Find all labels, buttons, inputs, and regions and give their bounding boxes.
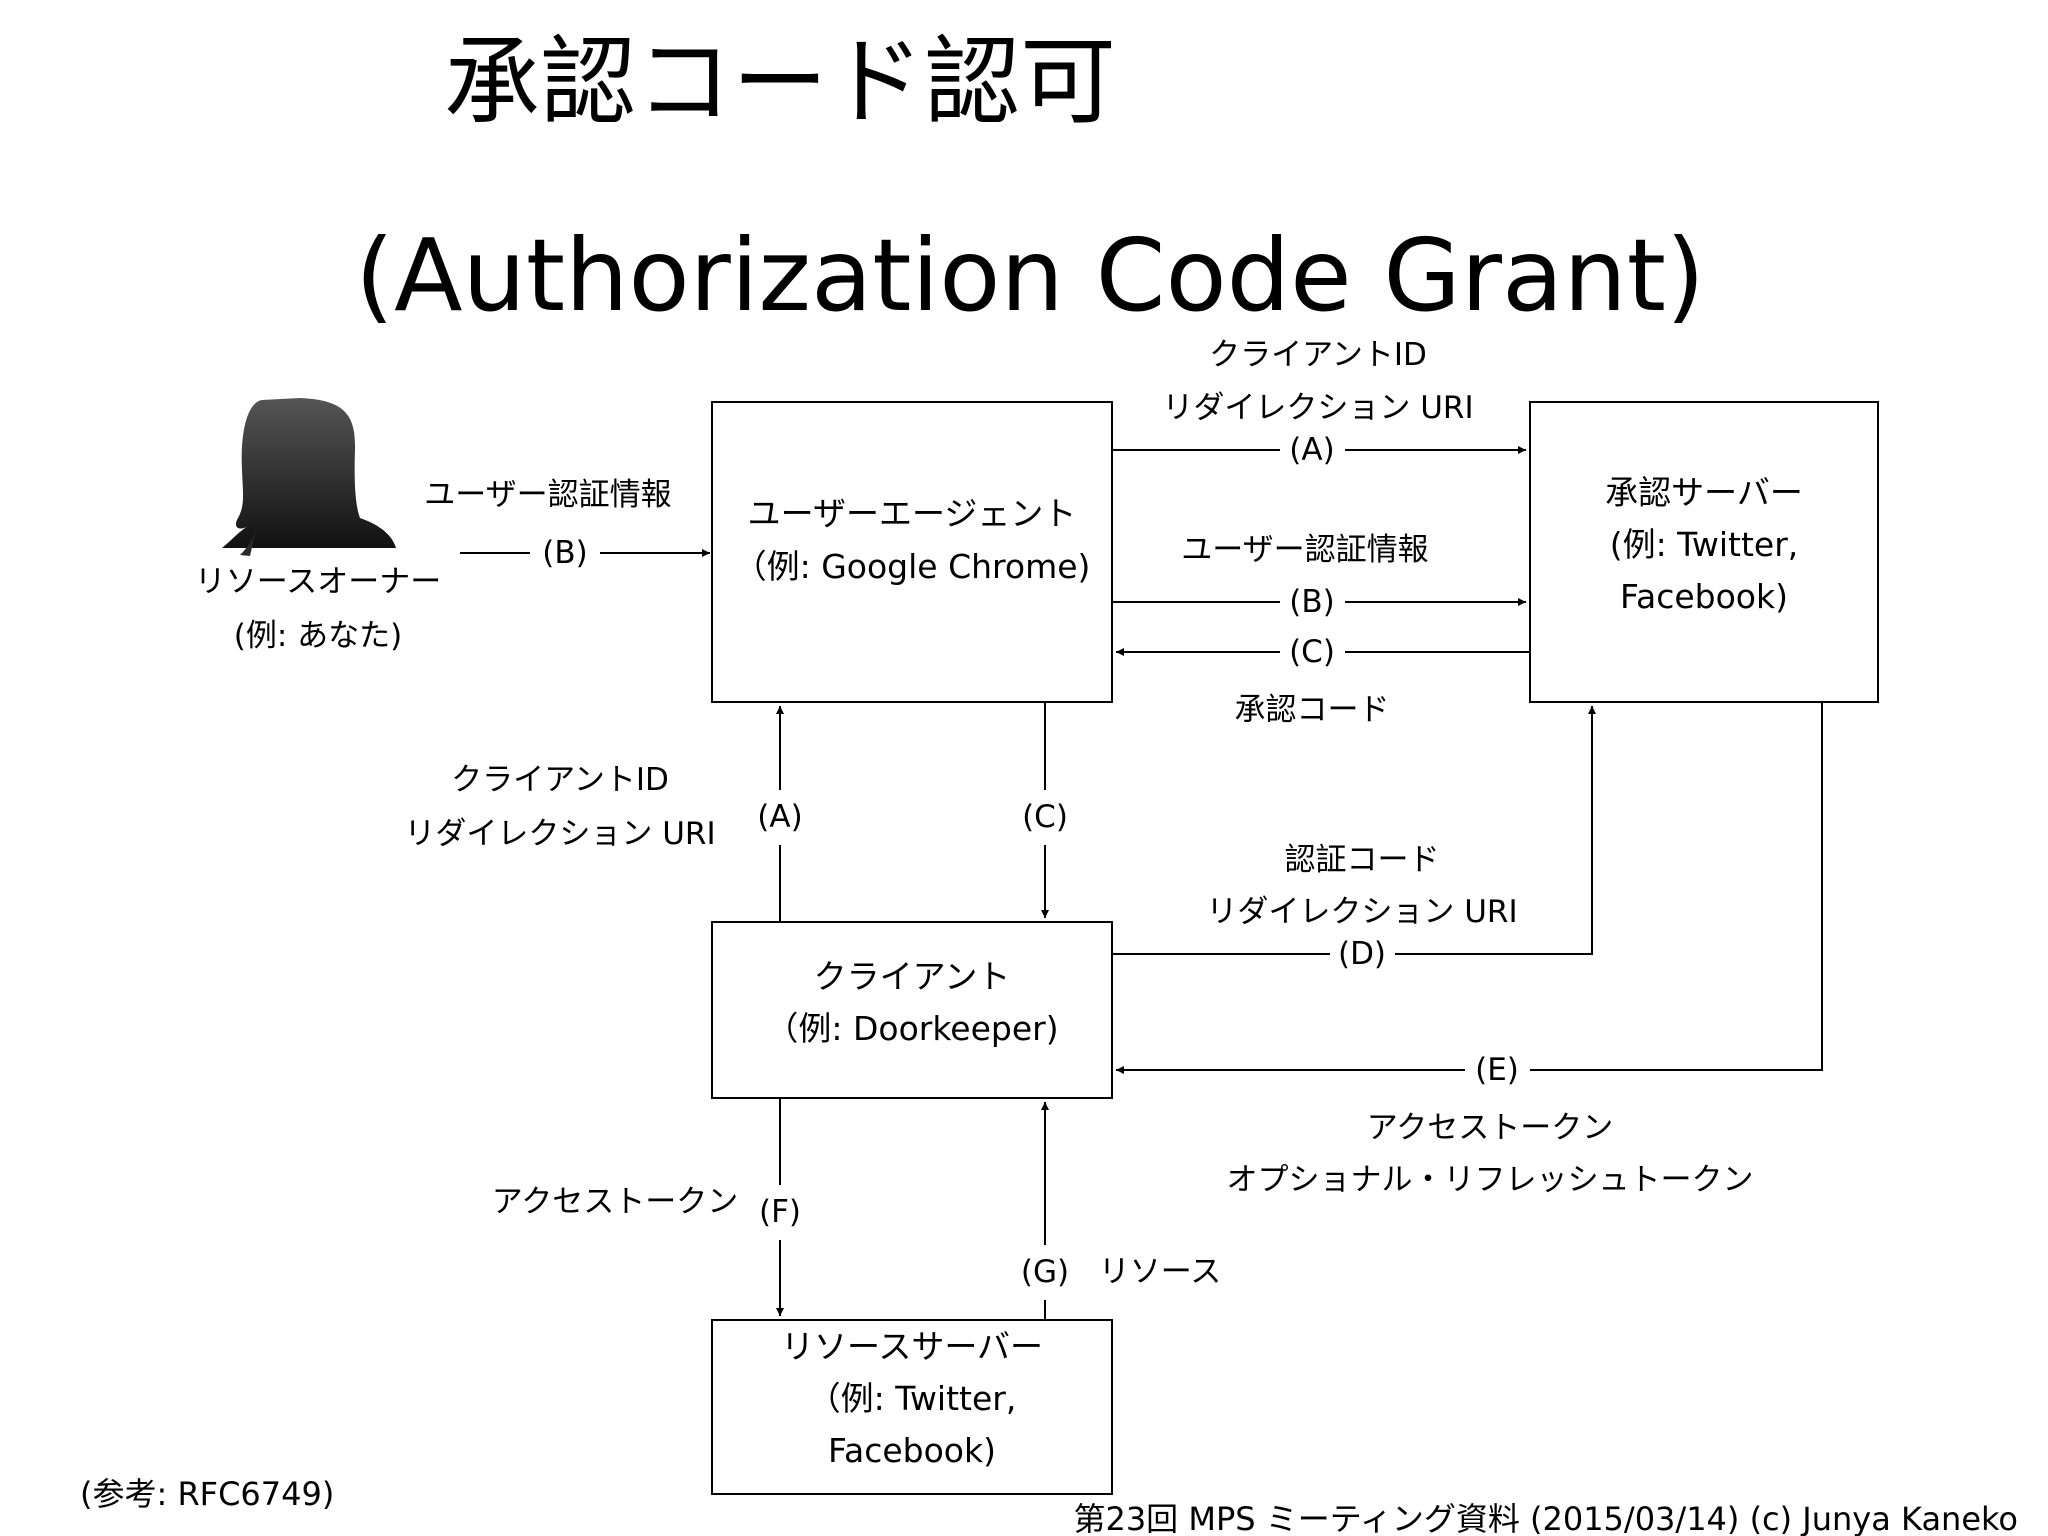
resource-owner-name: リソースオーナー (195, 564, 441, 600)
auth-to-agent-c-step: (C) (1289, 634, 1335, 670)
agent-to-auth-a-line2: リダイレクション URI (1162, 390, 1473, 426)
page-subtitle: (Authorization Code Grant) (355, 217, 1705, 334)
auth-to-agent-c-label: 承認コード (1235, 692, 1390, 728)
user-agent-box (711, 401, 1113, 703)
agent-to-auth-a-step: (A) (1289, 432, 1334, 468)
client-example: （例: Doorkeeper) (765, 1009, 1058, 1048)
client-to-resource-f-label: アクセストークン (492, 1184, 738, 1220)
footer-credit: 第23回 MPS ミーティング資料 (2015/03/14) (c) Junya… (1073, 1500, 2018, 1536)
auth-server-example-2: Facebook) (1620, 577, 1788, 616)
agent-to-auth-a-line1: クライアントID (1209, 337, 1427, 373)
client-to-agent-a-line2: リダイレクション URI (404, 816, 715, 852)
user-agent-example: （例: Google Chrome) (734, 547, 1091, 586)
resource-server-box (711, 1319, 1113, 1495)
client-to-auth-d-line2: リダイレクション URI (1206, 894, 1517, 930)
user-agent-name: ユーザーエージェント (748, 494, 1077, 533)
auth-to-client-e-line1: アクセストークン (1367, 1110, 1613, 1146)
client-to-auth-d-step: (D) (1338, 936, 1386, 972)
agent-to-client-c-step: (C) (1022, 799, 1068, 835)
person-icon (222, 398, 396, 556)
resource-to-client-g-label: リソース (1099, 1254, 1221, 1290)
owner-to-agent-label: ユーザー認証情報 (424, 477, 671, 513)
agent-to-auth-b-step: (B) (1289, 584, 1334, 620)
arrow-client-to-auth-d (1112, 706, 1596, 955)
client-to-resource-f-step: (F) (759, 1194, 801, 1230)
auth-to-client-e-line2: オプショナル・リフレッシュトークン (1227, 1162, 1754, 1198)
agent-to-auth-b-label: ユーザー認証情報 (1181, 532, 1428, 568)
auth-server-example-1: (例: Twitter, (1610, 525, 1799, 564)
resource-server-example-2: Facebook) (828, 1431, 996, 1470)
arrow-auth-to-client-e (1116, 702, 1823, 1074)
client-to-auth-d-line1: 認証コード (1285, 842, 1440, 878)
resource-server-example-1: （例: Twitter, (808, 1379, 1017, 1418)
resource-to-client-g-step: (G) (1021, 1254, 1069, 1290)
owner-to-agent-step: (B) (542, 535, 587, 571)
client-box (711, 921, 1113, 1099)
reference-note: (参考: RFC6749) (80, 1475, 334, 1513)
client-to-agent-a-step: (A) (757, 799, 802, 835)
auth-server-name: 承認サーバー (1605, 473, 1803, 512)
resource-server-name: リソースサーバー (781, 1327, 1043, 1366)
page-title: 承認コード認可 (444, 26, 1116, 138)
client-name: クライアント (814, 957, 1011, 996)
resource-owner-example: (例: あなた) (234, 618, 403, 654)
auth-to-client-e-step: (E) (1475, 1052, 1519, 1088)
auth-server-box (1529, 401, 1879, 703)
client-to-agent-a-line1: クライアントID (451, 762, 669, 798)
